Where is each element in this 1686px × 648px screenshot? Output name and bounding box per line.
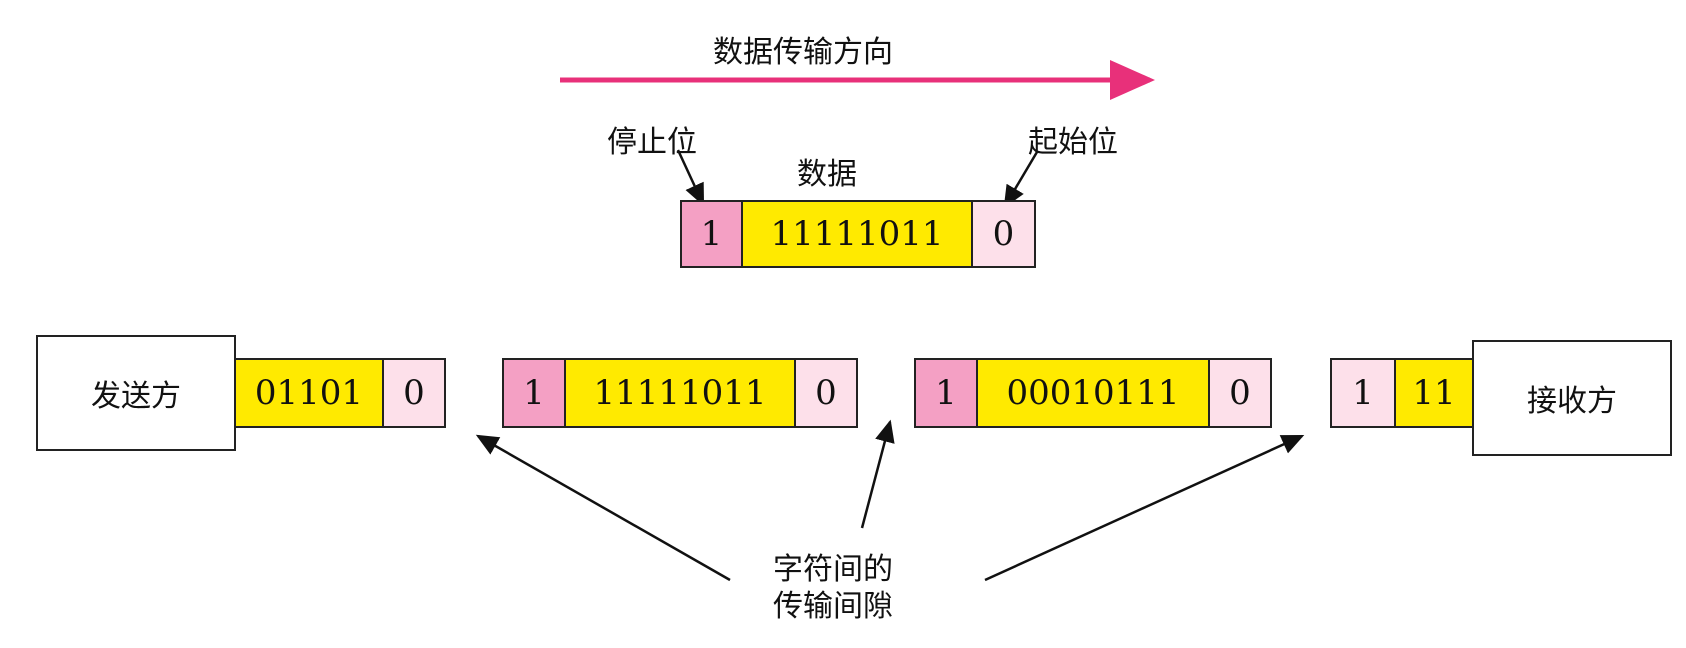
frame-2-stop-bit: 1 xyxy=(914,358,978,428)
start-bit-label: 起始位 xyxy=(1028,125,1118,160)
frame-3-data-bits: 11 xyxy=(1394,358,1474,428)
frame-1-stop-bit: 1 xyxy=(502,358,566,428)
frame-0-data-bits: 01101 xyxy=(234,358,384,428)
gap-label-line2: 传输间隙 xyxy=(773,589,893,624)
stop-bit-pointer-arrow xyxy=(676,149,705,207)
gap-label-line1: 字符间的 xyxy=(773,552,893,587)
frame-1-start-bit: 0 xyxy=(794,358,858,428)
gap-arrow-right xyxy=(984,434,1305,582)
detail-start-bit: 0 xyxy=(971,200,1036,268)
sender-box: 发送方 xyxy=(36,335,236,451)
start-bit-pointer-arrow xyxy=(1003,151,1039,209)
frame-0-start-bit: 0 xyxy=(382,358,446,428)
gap-arrow-left xyxy=(475,434,731,582)
data-label: 数据 xyxy=(797,157,857,192)
direction-label: 数据传输方向 xyxy=(713,35,893,70)
detail-data-bits: 11111011 xyxy=(741,200,973,268)
receiver-box: 接收方 xyxy=(1472,340,1672,456)
frame-2-data-bits: 00010111 xyxy=(976,358,1210,428)
stop-bit-label: 停止位 xyxy=(607,125,697,160)
frame-2-start-bit: 0 xyxy=(1208,358,1272,428)
frame-3-stop-bit: 1 xyxy=(1330,358,1396,428)
detail-stop-bit: 1 xyxy=(680,200,743,268)
gap-arrow-middle xyxy=(860,419,895,529)
frame-1-data-bits: 11111011 xyxy=(564,358,796,428)
